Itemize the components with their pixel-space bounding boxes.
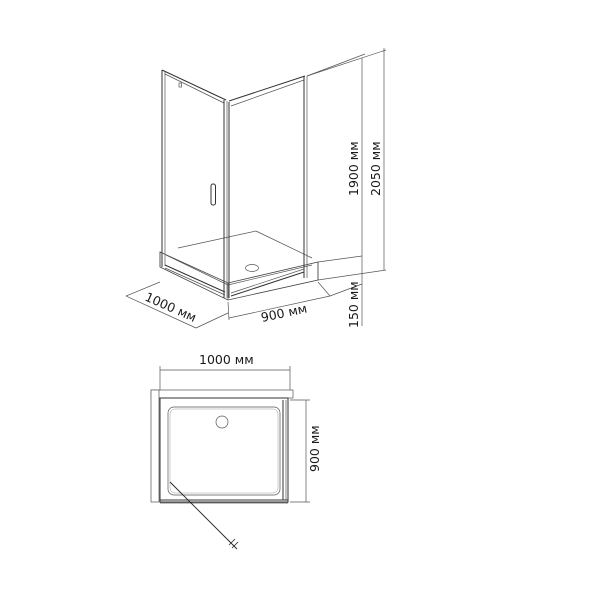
plan-tray xyxy=(159,397,289,503)
drain-icon xyxy=(245,264,259,272)
plan-width-label: 1000 мм xyxy=(199,352,254,367)
plan-basin xyxy=(167,406,281,496)
side-wall xyxy=(150,389,160,503)
width-right-label: 900 мм xyxy=(260,301,309,325)
total-height-label: 2050 мм xyxy=(368,141,383,196)
hinge-icon xyxy=(178,82,182,88)
width-left-label: 1000 мм xyxy=(143,289,199,325)
corner-post xyxy=(223,100,230,298)
tray-height-label: 150 мм xyxy=(346,281,361,328)
fixed-panel xyxy=(228,75,308,297)
plan-drain-icon xyxy=(215,415,229,429)
door-panel xyxy=(161,69,227,296)
door-handle-icon xyxy=(210,183,216,206)
plan-depth-label: 900 мм xyxy=(307,425,322,472)
glass-height-label: 1900 мм xyxy=(346,141,361,196)
plan-view: 1000 мм 900 мм xyxy=(150,352,322,550)
swing-handle-icon xyxy=(228,538,239,549)
shower-tray xyxy=(159,230,319,301)
plan-dimension-depth: 900 мм xyxy=(290,399,322,503)
door-swing-line xyxy=(169,481,238,550)
back-wall xyxy=(150,389,294,399)
isometric-view: 1000 мм 900 мм 1900 мм 2050 мм 150 м xyxy=(125,48,387,329)
plan-dimension-width: 1000 мм xyxy=(159,352,291,392)
dimension-heights: 1900 мм 2050 мм 150 мм xyxy=(306,48,387,328)
